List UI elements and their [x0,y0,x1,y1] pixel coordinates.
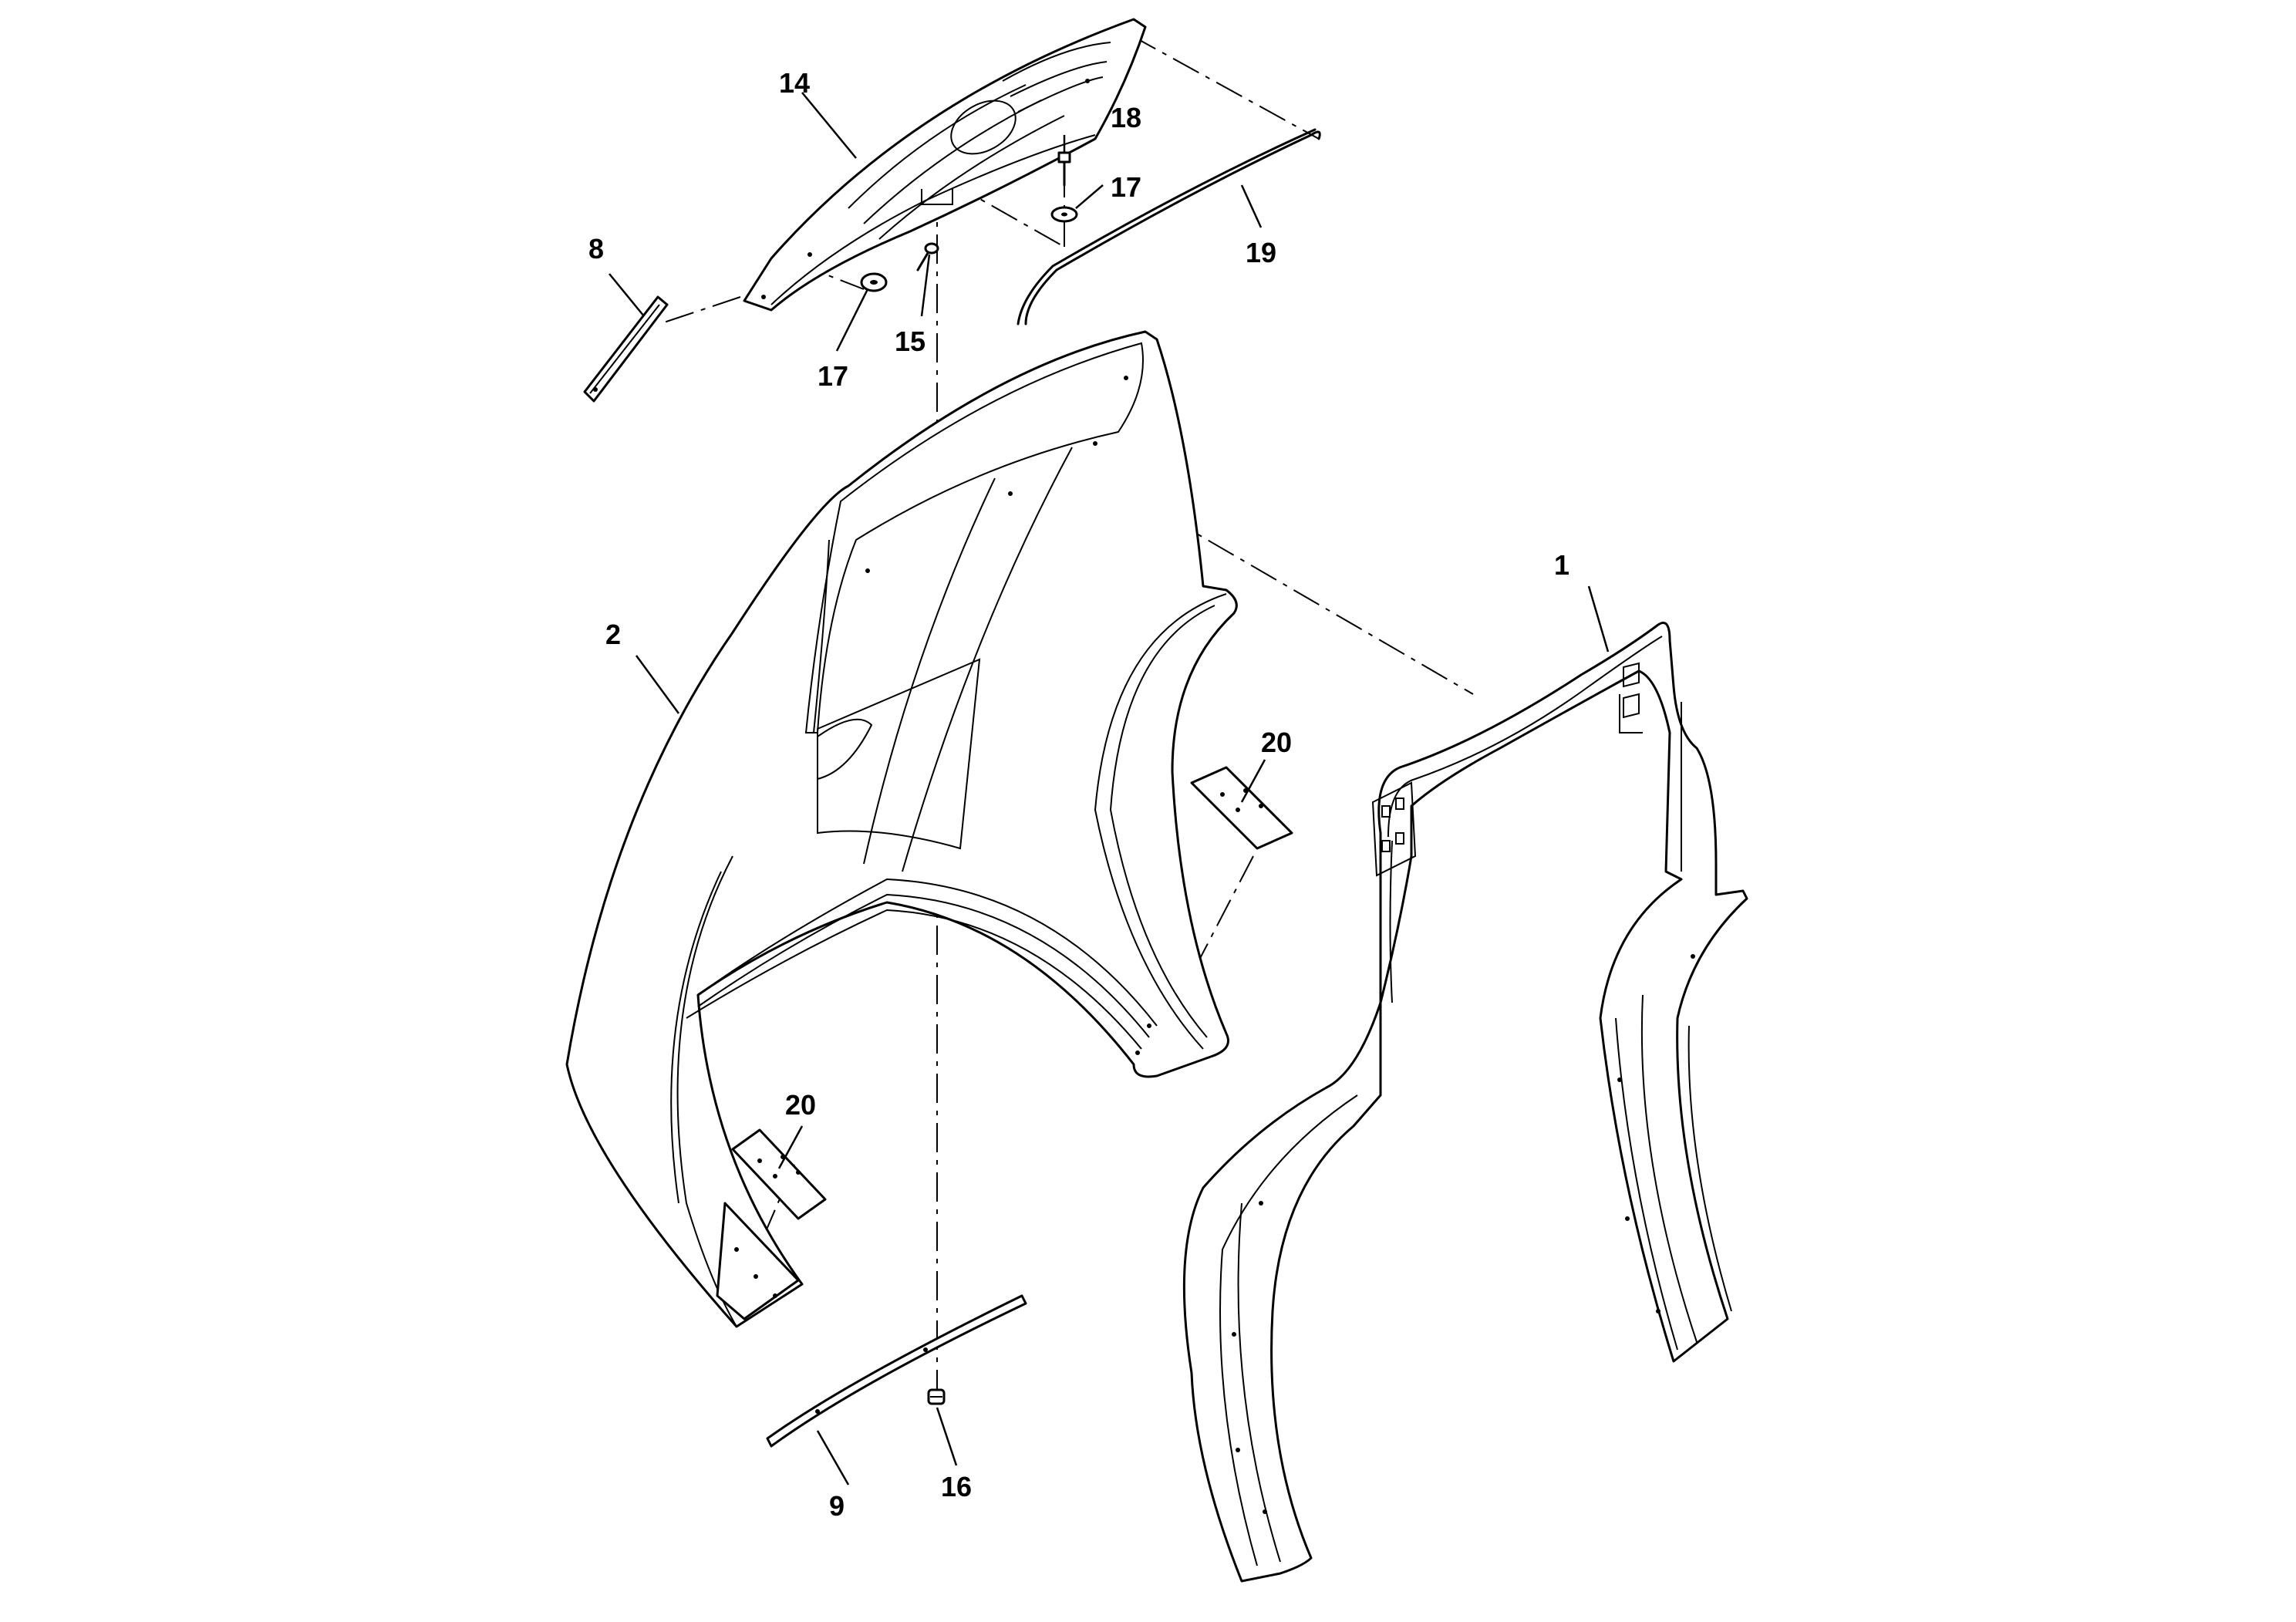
part-20-pad-lower [731,1128,827,1220]
part-8-side-strip [583,295,669,403]
callout-15: 15 [895,325,925,357]
part-20-pad-upper [1190,766,1293,850]
callout-9: 9 [829,1490,845,1522]
part-14-grille [743,18,1147,312]
leader-lines [609,92,1610,1485]
callout-2: 2 [605,619,621,650]
callout-8: 8 [588,233,604,265]
part-2-hood [565,330,1238,1328]
part-18-bolt [1057,151,1071,187]
part-15-screw [916,242,939,271]
callout-16: 16 [941,1471,972,1502]
callout-14: 14 [779,67,810,99]
callout-19: 19 [1246,237,1276,268]
callout-18: 18 [1111,102,1141,133]
part-1-frame [1182,622,1748,1583]
callout-20-upper: 20 [1261,727,1292,758]
callout-20-lower: 20 [785,1089,816,1121]
callout-17-lower: 17 [818,360,848,392]
part-17-washer-upper [1050,206,1078,223]
part-17-washer-lower [860,272,888,292]
part-19-seal-strip [1017,128,1321,325]
part-9-lower-strip [766,1294,1027,1448]
part-16-fastener [927,1388,946,1405]
callout-17-upper: 17 [1111,171,1141,203]
callout-1: 1 [1554,549,1569,581]
callouts: 14 18 17 19 8 15 17 2 1 20 20 9 16 [588,67,1569,1522]
